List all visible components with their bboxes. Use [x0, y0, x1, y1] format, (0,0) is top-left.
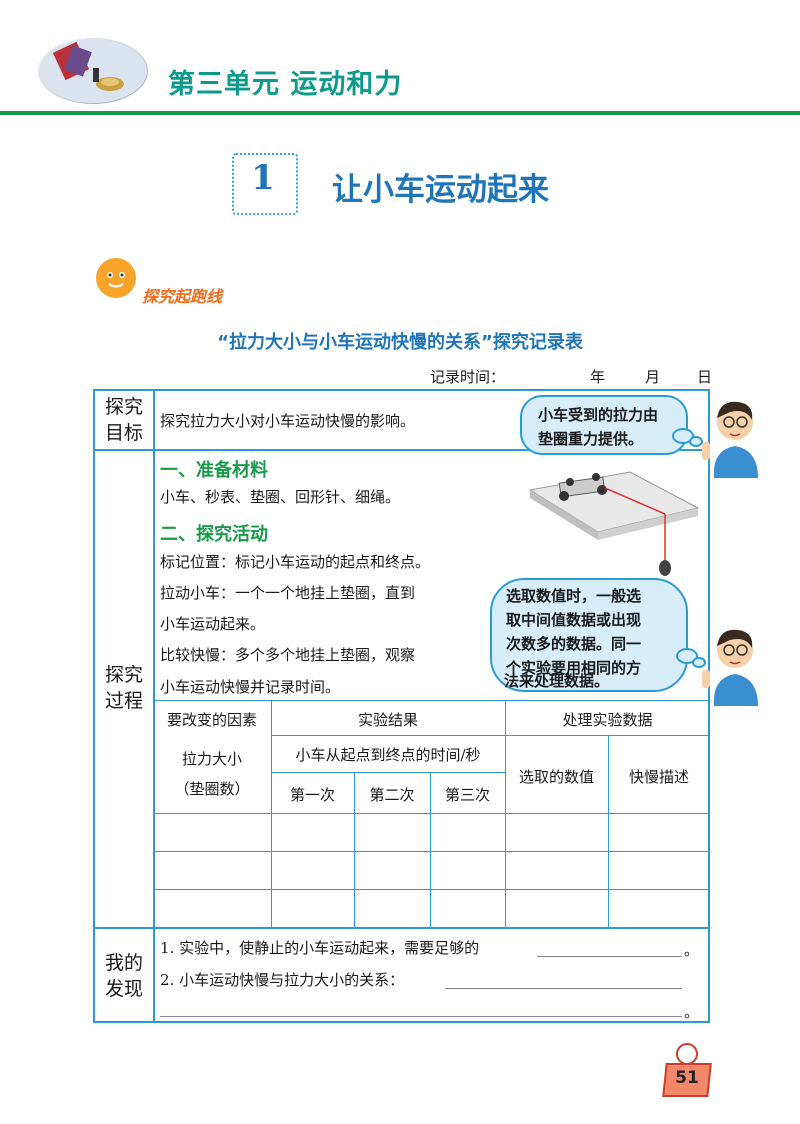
header-processing: 处理实验数据 — [562, 711, 653, 729]
hint-bubble-line: 垫圈重力提供。 — [538, 430, 644, 448]
goal-header-line2: 目标 — [104, 422, 143, 444]
finding-q1-end: 。 — [684, 941, 700, 959]
divider — [153, 813, 710, 814]
answer-blank-1[interactable] — [537, 956, 682, 957]
divider — [153, 851, 710, 852]
divider — [93, 927, 710, 929]
activity-title: 二、探究活动 — [160, 524, 268, 545]
goal-header: 探究 目标 — [96, 394, 152, 446]
lesson-number-frame — [232, 153, 298, 215]
trial-2-header: 第二次 — [369, 786, 415, 804]
unit-title: 第三单元 运动和力 — [168, 69, 403, 100]
materials-text: 小车、秒表、垫圈、回形针、细绳。 — [160, 488, 401, 506]
answer-blank-2b[interactable] — [160, 1016, 682, 1017]
answer-blank-2[interactable] — [445, 988, 682, 989]
record-time-day: 日 — [697, 368, 713, 386]
lesson-number: 1 — [251, 158, 275, 198]
divider — [271, 735, 710, 736]
trial-1-header: 第一次 — [289, 786, 335, 804]
cart-on-board-illustration — [520, 462, 700, 582]
goal-text: 探究拉力大小对小车运动快慢的影响。 — [160, 412, 416, 430]
hint-bubble-line: 选取数值时，一般选 — [506, 587, 642, 605]
finding-question-2: 2. 小车运动快慢与拉力大小的关系： — [160, 971, 405, 989]
activity-line: 小车运动起来。 — [160, 615, 266, 633]
divider — [93, 449, 710, 451]
process-header: 探究 过程 — [96, 662, 152, 714]
record-time-year: 年 — [590, 368, 606, 386]
materials-title: 一、准备材料 — [160, 460, 268, 481]
record-time-month: 月 — [645, 368, 661, 386]
hint-bubble-line: 次数多的数据。同一 — [506, 635, 642, 653]
divider — [271, 772, 505, 773]
force-unit: （垫圈数） — [174, 780, 250, 798]
hint-bubble-mid: 选取数值时，一般选 取中间值数据或出现 次数多的数据。同一 个实验要用相同的方 — [490, 578, 688, 692]
finding-question-1: 1. 实验中，使静止的小车运动起来，需要足够的 — [160, 939, 480, 957]
record-table — [93, 389, 710, 1023]
selected-value-header: 选取的数值 — [518, 768, 594, 786]
hint-bubble-line: 小车受到的拉力由 — [538, 406, 659, 424]
hint-bubble-top: 小车受到的拉力由 垫圈重力提供。 — [520, 395, 688, 455]
table-title: “拉力大小与小车运动快慢的关系”探究记录表 — [217, 332, 583, 353]
record-time-label: 记录时间： — [430, 368, 506, 386]
divider — [153, 700, 710, 701]
divider — [271, 700, 272, 927]
trial-3-header: 第三次 — [444, 786, 490, 804]
activity-line: 小车运动快慢并记录时间。 — [160, 678, 341, 696]
page-number: 51 — [675, 1068, 699, 1088]
divider — [153, 389, 155, 1023]
activity-line: 拉动小车：一个一个地挂上垫圈，直到 — [160, 584, 416, 602]
curling-photo — [38, 38, 148, 104]
divider — [354, 772, 355, 927]
findings-header-line2: 发现 — [104, 978, 143, 1000]
divider — [153, 889, 710, 890]
divider — [608, 735, 609, 927]
header-change-factor: 要改变的因素 — [166, 711, 257, 729]
teacher-figure — [700, 620, 770, 706]
hint-bubble-line: 法来处理数据。 — [504, 672, 610, 690]
goal-header-line1: 探究 — [104, 396, 143, 418]
findings-header: 我的 发现 — [96, 950, 152, 1002]
header-result: 实验结果 — [357, 711, 418, 729]
bubble-tail — [689, 436, 703, 447]
divider — [505, 700, 506, 927]
time-header: 小车从起点到终点的时间/秒 — [295, 746, 481, 764]
process-header-line2: 过程 — [104, 690, 143, 712]
hint-bubble-line: 取中间值数据或出现 — [506, 611, 642, 629]
teacher-figure — [700, 392, 770, 478]
divider — [430, 772, 431, 927]
section-tag: 探究起跑线 — [142, 287, 223, 306]
page-badge-hook-icon — [676, 1043, 698, 1065]
bubble-tail — [692, 657, 706, 668]
mascot-icon — [96, 258, 136, 298]
lesson-title: 让小车运动起来 — [332, 172, 549, 208]
process-header-line1: 探究 — [104, 664, 143, 686]
activity-line: 比较快慢：多个多个地挂上垫圈，观察 — [160, 646, 416, 664]
speed-description-header: 快慢描述 — [628, 768, 689, 786]
activity-line: 标记位置：标记小车运动的起点和终点。 — [160, 553, 431, 571]
findings-header-line1: 我的 — [104, 952, 143, 974]
header-rule — [0, 111, 800, 115]
hint-bubble-line: 个实验要用相同的方 — [506, 659, 642, 677]
finding-q2-end: 。 — [684, 1003, 700, 1021]
force-label: 拉力大小 — [181, 750, 242, 768]
